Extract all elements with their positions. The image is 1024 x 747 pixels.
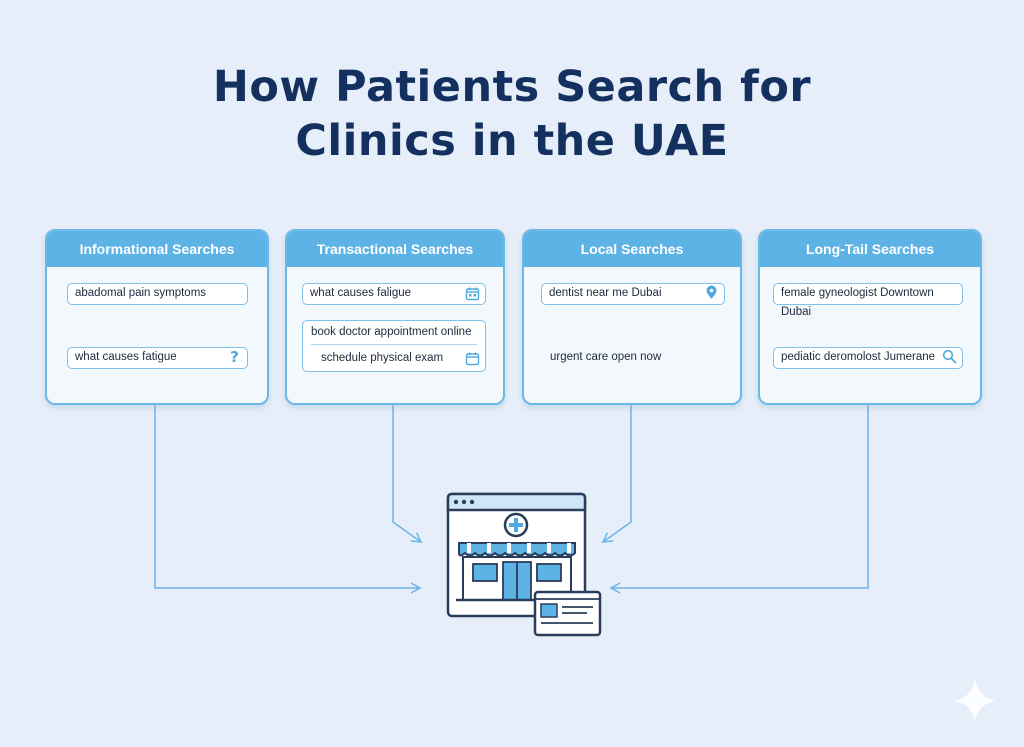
card-header: Transactional Searches (287, 231, 503, 267)
divider (311, 344, 477, 345)
search-query-text: abadomal pain symptoms (75, 287, 207, 299)
search-query-pill[interactable]: what causes fatigue ? (67, 347, 248, 369)
search-icon (942, 349, 957, 364)
search-query-text: what causes fatigue (75, 351, 177, 363)
connector-arrow (392, 403, 423, 543)
search-query-text: pediatic deromolost Jumerane (781, 351, 936, 363)
title-line-2: Clinics in the UAE (295, 116, 729, 166)
search-query-text: what causes faligue (310, 287, 412, 299)
search-query-text: dentist near me Dubai (549, 287, 662, 299)
question-mark-icon: ? (230, 349, 239, 364)
calendar-icon (465, 287, 480, 301)
search-query-pill[interactable]: abadomal pain symptoms (67, 283, 248, 305)
card-header: Long-Tail Searches (760, 231, 980, 267)
connector-arrow (601, 403, 632, 543)
search-query-text: schedule physical exam (321, 352, 444, 364)
search-query-text: female gyneologist Downtown Dubai (781, 287, 934, 318)
search-query-pill[interactable]: what causes faligue (302, 283, 486, 305)
connector-arrow (154, 403, 422, 594)
search-query-text: book doctor appointment online (311, 326, 472, 338)
card-long-tail-searches: Long-Tail Searches female gyneologist Do… (758, 229, 982, 405)
calendar-icon (465, 352, 480, 366)
card-header: Local Searches (524, 231, 740, 267)
map-pin-icon (706, 285, 717, 299)
card-header: Informational Searches (47, 231, 267, 267)
clinic-browser-icon (446, 492, 602, 637)
sparkle-icon (954, 678, 996, 722)
card-informational-searches: Informational Searches abadomal pain sym… (45, 229, 269, 405)
connector-arrow (609, 403, 869, 594)
svg-text:?: ? (230, 349, 239, 364)
search-query-text: urgent care open now (550, 351, 662, 363)
search-query-pill[interactable]: dentist near me Dubai (541, 283, 725, 305)
search-query-group[interactable]: book doctor appointment online schedule … (302, 320, 486, 372)
search-query-pill[interactable]: female gyneologist Downtown Dubai (773, 283, 963, 318)
page-title: How Patients Search for Clinics in the U… (0, 60, 1024, 168)
card-transactional-searches: Transactional Searches what causes falig… (285, 229, 505, 405)
search-query-pill[interactable]: pediatic deromolost Jumerane (773, 347, 963, 369)
title-line-1: How Patients Search for (212, 62, 812, 112)
card-local-searches: Local Searches dentist near me Dubai urg… (522, 229, 742, 405)
